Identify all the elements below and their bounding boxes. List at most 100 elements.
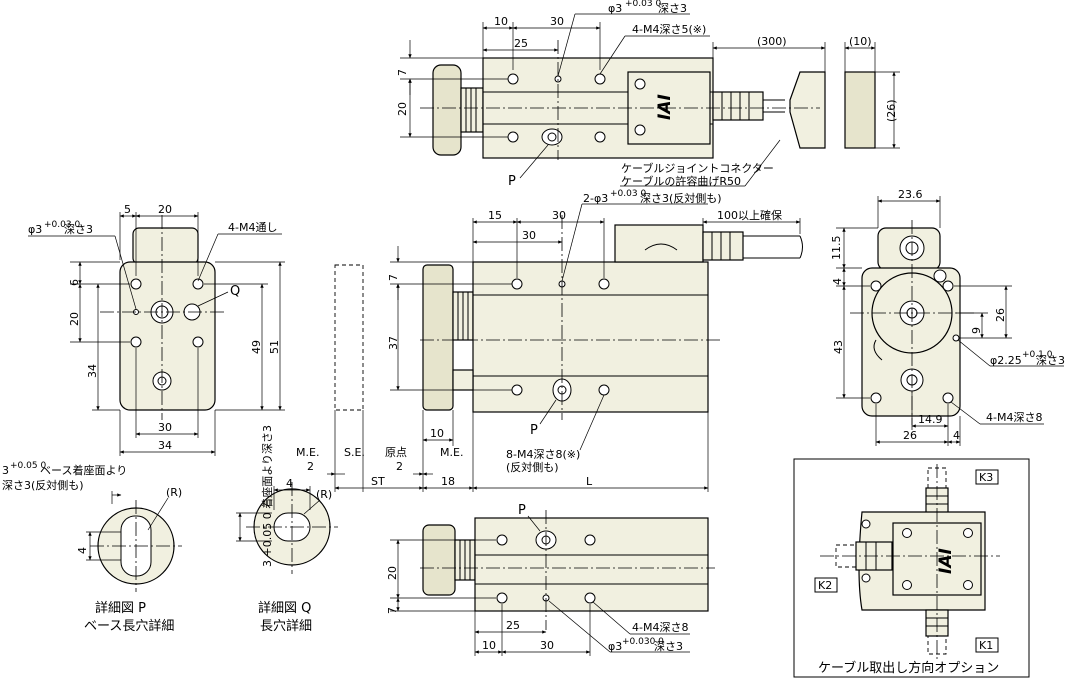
detail-q-vnote: 3 +0.05 0 着座面より深さ3 xyxy=(260,425,274,567)
detail-q-title: 詳細図 Q xyxy=(258,600,311,616)
side-callout-tap: 4-M4通し xyxy=(228,221,277,234)
top-callout-hole: φ3 xyxy=(608,2,622,15)
top-callout-hole-depth: 深さ3 xyxy=(658,2,687,15)
front-callout-hole-tol: +0.03 0 xyxy=(610,189,646,199)
front-label-origin: 原点 xyxy=(385,446,407,459)
option-k2: K2 xyxy=(818,579,832,592)
dim-top-30: 30 xyxy=(550,15,564,28)
dim-front-30b: 30 xyxy=(522,229,536,242)
top-connector-end xyxy=(844,71,876,149)
front-callout-hole: 2-φ3 xyxy=(583,192,608,205)
dim-side-20b: 20 xyxy=(68,312,81,326)
dim-bottom-7: 7 xyxy=(386,607,399,614)
dim-end-43: 43 xyxy=(832,340,845,354)
front-callout-tap-2: (反対側も) xyxy=(506,460,559,474)
bottom-callout-hole: φ3 xyxy=(608,640,622,653)
top-tap-hole xyxy=(594,73,606,85)
top-flange xyxy=(432,64,462,156)
front-flange xyxy=(422,264,454,411)
option-k1: K1 xyxy=(979,639,993,652)
detail-q-dim4: 4 xyxy=(286,477,293,490)
bottom-callout-hole-tol: +0.030 0 xyxy=(622,637,664,647)
top-logo: IAI xyxy=(655,94,675,120)
top-note-2: ケーブルの許容曲げR50 xyxy=(621,174,741,188)
dim-front-10: 10 xyxy=(430,427,444,440)
end-view: 23.6 11.5 4 43 26 9 14.9 26 4 φ2.25 +0.1… xyxy=(830,188,1065,446)
top-rod-coupler xyxy=(460,87,484,133)
detail-p-note-2: 深さ3(反対側も) xyxy=(2,478,84,492)
dim-top-10p: (10) xyxy=(849,35,872,48)
top-note-1: ケーブルジョイントコネクター xyxy=(621,161,774,175)
top-callout-tap: 4-M4深さ5(※) xyxy=(632,23,706,36)
front-label-me2: M.E. xyxy=(440,446,463,459)
front-callout-cable: 100以上確保 xyxy=(717,208,782,222)
side-label-q: Q xyxy=(230,284,240,299)
bottom-label-p: P xyxy=(518,503,526,518)
detail-p-note-1: ベース着座面より xyxy=(40,463,127,477)
option-frame xyxy=(793,458,1030,678)
dim-front-18: 18 xyxy=(441,475,455,488)
option-title: ケーブル取出し方向オプション xyxy=(818,660,999,676)
bottom-callout-hole-depth: 深さ3 xyxy=(654,640,683,653)
front-body xyxy=(472,261,709,413)
side-view: 5 20 6 20 34 49 51 30 34 φ3 +0.03 0 深さ3 xyxy=(28,203,285,456)
top-label-p: P xyxy=(508,174,516,189)
dim-front-2b: 2 xyxy=(396,460,403,473)
option-k3: K3 xyxy=(979,471,993,484)
top-connector xyxy=(789,71,826,149)
dim-bottom-10: 10 xyxy=(482,639,496,652)
detail-p-tol-sup: +0.05 0 xyxy=(10,461,46,471)
front-label-se: S.E. xyxy=(344,446,365,459)
detail-p-tol: 3 xyxy=(2,464,9,477)
dim-top-10: 10 xyxy=(494,15,508,28)
side-callout-hole: φ3 xyxy=(28,223,42,236)
bottom-callout-tap: 4-M4深さ8 xyxy=(632,621,688,634)
dim-end-149: 14.9 xyxy=(918,413,943,426)
end-callout-hole: φ2.25 xyxy=(990,354,1022,367)
dim-front-7: 7 xyxy=(387,274,400,281)
front-callout-tap-1: 8-M4深さ8(※) xyxy=(506,448,580,461)
dim-side-34b: 34 xyxy=(158,439,172,452)
front-motor-block xyxy=(614,224,704,263)
dim-end-26: 26 xyxy=(994,308,1007,322)
dim-top-26p: (26) xyxy=(885,99,898,122)
dim-side-30: 30 xyxy=(158,421,172,434)
dim-top-20: 20 xyxy=(396,102,409,116)
dim-front-15: 15 xyxy=(488,209,502,222)
top-view: IAI 10 30 25 xyxy=(396,0,900,189)
dim-end-4b: 4 xyxy=(953,429,960,442)
side-callout-hole-tol: +0.03 0 xyxy=(44,220,80,230)
detail-q-subtitle: 長穴詳細 xyxy=(260,618,312,634)
dim-end-9: 9 xyxy=(970,327,983,334)
front-label-p: P xyxy=(530,423,538,438)
detail-q: 4 3 +0.05 0 着座面より深さ3 (R) 詳細図 Q 長穴詳細 xyxy=(236,425,338,634)
dim-top-25: 25 xyxy=(514,37,528,50)
dim-side-6: 6 xyxy=(68,279,81,286)
top-tap-hole xyxy=(594,131,606,143)
detail-p-title: 詳細図 P xyxy=(95,600,146,616)
detail-p-subtitle: ベース長穴詳細 xyxy=(84,618,174,634)
dim-end-236: 23.6 xyxy=(898,188,923,201)
dim-front-2a: 2 xyxy=(307,460,314,473)
top-tap-hole xyxy=(507,131,519,143)
dim-side-5: 5 xyxy=(124,203,131,216)
dim-end-115: 11.5 xyxy=(830,236,843,261)
option-logo: IAI xyxy=(936,548,956,574)
end-callout-hole-tol: +0.1 0 xyxy=(1022,350,1053,360)
front-stroke-phantom xyxy=(334,264,364,411)
dim-bottom-20: 20 xyxy=(386,566,399,580)
dim-top-7: 7 xyxy=(396,69,409,76)
detail-p-dim4: 4 xyxy=(76,547,89,554)
end-callout-tap: 4-M4深さ8 xyxy=(986,411,1042,424)
dim-side-49: 49 xyxy=(250,340,263,354)
front-label-me1: M.E. xyxy=(296,446,319,459)
detail-p-r: (R) xyxy=(166,486,182,499)
cable-option-box: IAI K3 K2 K1 ケーブル取出し方向オプション xyxy=(793,458,1030,678)
dim-front-30: 30 xyxy=(552,209,566,222)
dim-end-4: 4 xyxy=(831,278,844,285)
front-cable-joint xyxy=(702,231,744,261)
top-tap-hole xyxy=(507,73,519,85)
top-callout-hole-tol: +0.03 0 xyxy=(625,0,661,9)
dim-bottom-25: 25 xyxy=(506,619,520,632)
